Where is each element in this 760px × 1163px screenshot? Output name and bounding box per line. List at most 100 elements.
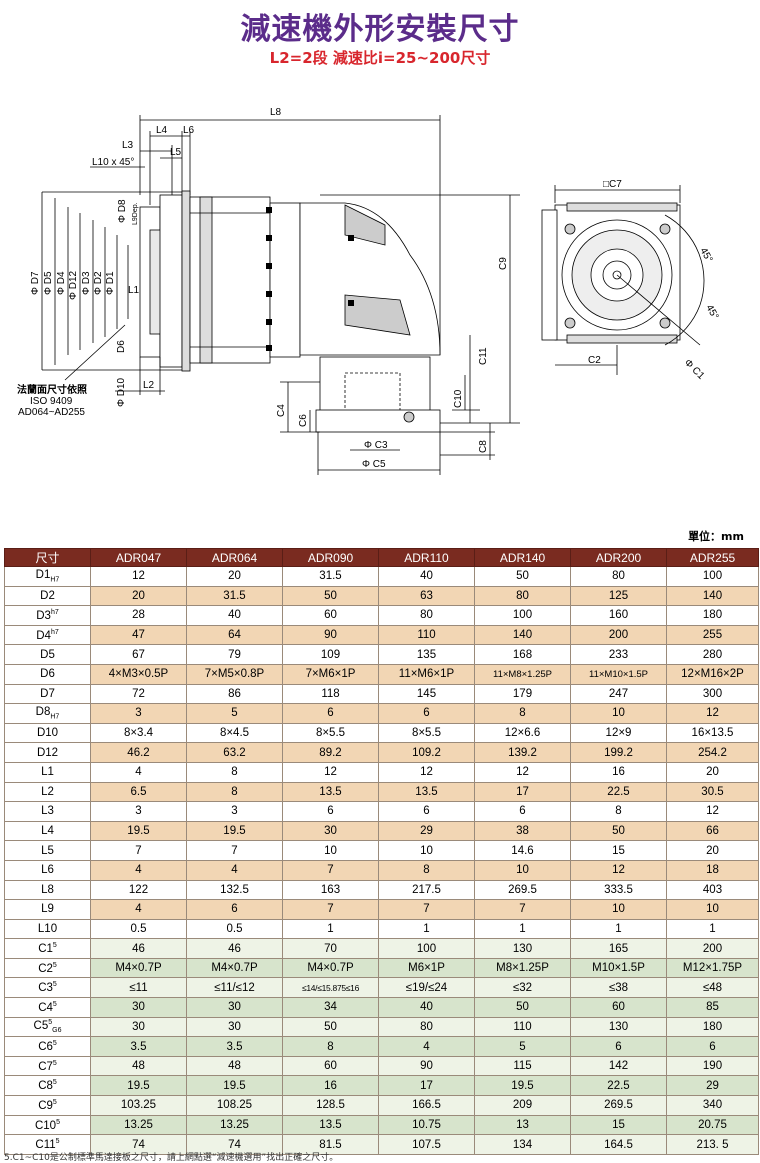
row-label: L3 [4,801,91,822]
row-label-text: L6 [41,864,54,877]
table-cell: 40 [378,566,475,587]
table-cell: 0.5 [186,918,283,940]
row-label-text: C1 [38,942,53,955]
dim-C11: C11 [478,347,489,365]
table-cell: M8×1.25P [474,957,571,979]
table-cell: 190 [666,1055,759,1077]
table-cell: 3 [186,801,283,822]
row-label-text: C11 [35,1138,56,1151]
row-label-text: C9 [38,1099,53,1112]
page-title: 減速機外形安裝尺寸 [240,12,520,47]
table-cell: 8×5.5 [378,722,475,744]
table-cell: 128.5 [282,1095,379,1116]
row-label-text: D5 [40,648,55,661]
dim-L2: L2 [143,380,155,391]
table-cell: 165 [570,938,667,959]
dim-L8: L8 [270,107,282,118]
table-cell: ≤14/≤15.875≤16 [282,977,379,999]
table-cell: 163 [282,879,379,901]
table-cell: 28 [90,605,187,626]
table-cell: 269.5 [474,879,571,901]
table-cell: ≤11/≤12 [186,977,283,999]
table-cell: 3.5 [90,1036,187,1057]
angle-label-2: 45° [703,303,720,322]
table-cell: 79 [186,644,283,665]
table-cell: 40 [378,997,475,1018]
table-cell: 4×M3×0.5P [90,663,187,685]
table-cell: 63.2 [186,742,283,763]
table-cell: 4 [90,761,187,783]
table-cell: 1 [474,918,571,940]
table-cell: 60 [282,605,379,626]
column-header: ADR064 [186,548,283,567]
table-cell: 13.25 [186,1114,283,1136]
dim-C8: C8 [478,440,489,453]
table-cell: M4×0.7P [90,957,187,979]
table-cell: 10 [570,899,667,920]
dim-C9: C9 [498,257,509,270]
row-label: C35 [4,977,91,999]
row-label-mark: 5 [52,1000,57,1008]
row-label-mark: 5 [52,1059,57,1067]
table-cell: ≤19/≤24 [378,977,475,999]
row-label-mark: G6 [52,1027,62,1035]
table-cell: 115 [474,1055,571,1077]
table-cell: 5 [186,703,283,724]
table-cell: 6 [378,703,475,724]
table-cell: 140 [666,585,759,607]
table-cell: M10×1.5P [570,957,667,979]
dim-L4: L4 [156,125,168,136]
row-label-text: L10 [37,922,58,935]
table-cell: 135 [378,644,475,665]
table-cell: 109 [282,644,379,665]
table-cell: 20.75 [666,1114,759,1136]
table-cell: 3 [90,801,187,822]
row-label: L1 [4,761,91,783]
table-cell: 12 [666,703,759,724]
row-label-text: C2 [38,962,53,975]
dim-D7: Φ D7 [30,271,41,295]
dim-C4: C4 [276,404,287,417]
unit-label: 單位：mm [688,530,744,543]
row-label: L10 [4,918,91,940]
table-cell: 6 [378,801,475,822]
dim-D4: Φ D4 [56,271,67,295]
table-cell: 7 [186,840,283,861]
table-cell: 199.2 [570,742,667,763]
table-cell: 11×M8×1.25P [474,663,571,685]
table-cell: 100 [378,938,475,959]
row-label-text: D12 [36,746,59,759]
table-cell: 72 [90,683,187,705]
table-cell: 50 [570,820,667,842]
column-header: ADR255 [666,548,759,567]
table-cell: 12 [474,761,571,783]
table-cell: M4×0.7P [282,957,379,979]
column-header: ADR047 [90,548,187,567]
table-cell: 7×M5×0.8P [186,663,283,685]
table-cell: 217.5 [378,879,475,901]
dim-L10: L10 x 45° [92,157,134,168]
table-cell: 17 [378,1075,475,1097]
table-cell: 13.25 [90,1114,187,1136]
row-label-mark: h7 [50,628,59,636]
table-cell: 179 [474,683,571,705]
table-cell: ≤11 [90,977,187,999]
table-cell: 100 [666,566,759,587]
table-cell: 139.2 [474,742,571,763]
table-cell: 50 [282,1016,379,1038]
row-label-text: L1 [41,766,54,779]
row-label-mark: 5 [55,1138,60,1146]
dim-C6: C6 [298,414,309,427]
table-cell: 90 [378,1055,475,1077]
table-cell: 7 [378,899,475,920]
dimension-table: 尺寸 ADR047 ADR064 ADR090 ADR110 ADR140 AD… [4,548,759,1155]
table-cell: 16 [282,1075,379,1097]
table-cell: 108.25 [186,1095,283,1116]
table-header-row: 尺寸 ADR047 ADR064 ADR090 ADR110 ADR140 AD… [4,548,759,567]
table-cell: 8 [282,1036,379,1057]
row-label-text: D2 [40,589,55,602]
row-label-text: L3 [41,805,54,818]
